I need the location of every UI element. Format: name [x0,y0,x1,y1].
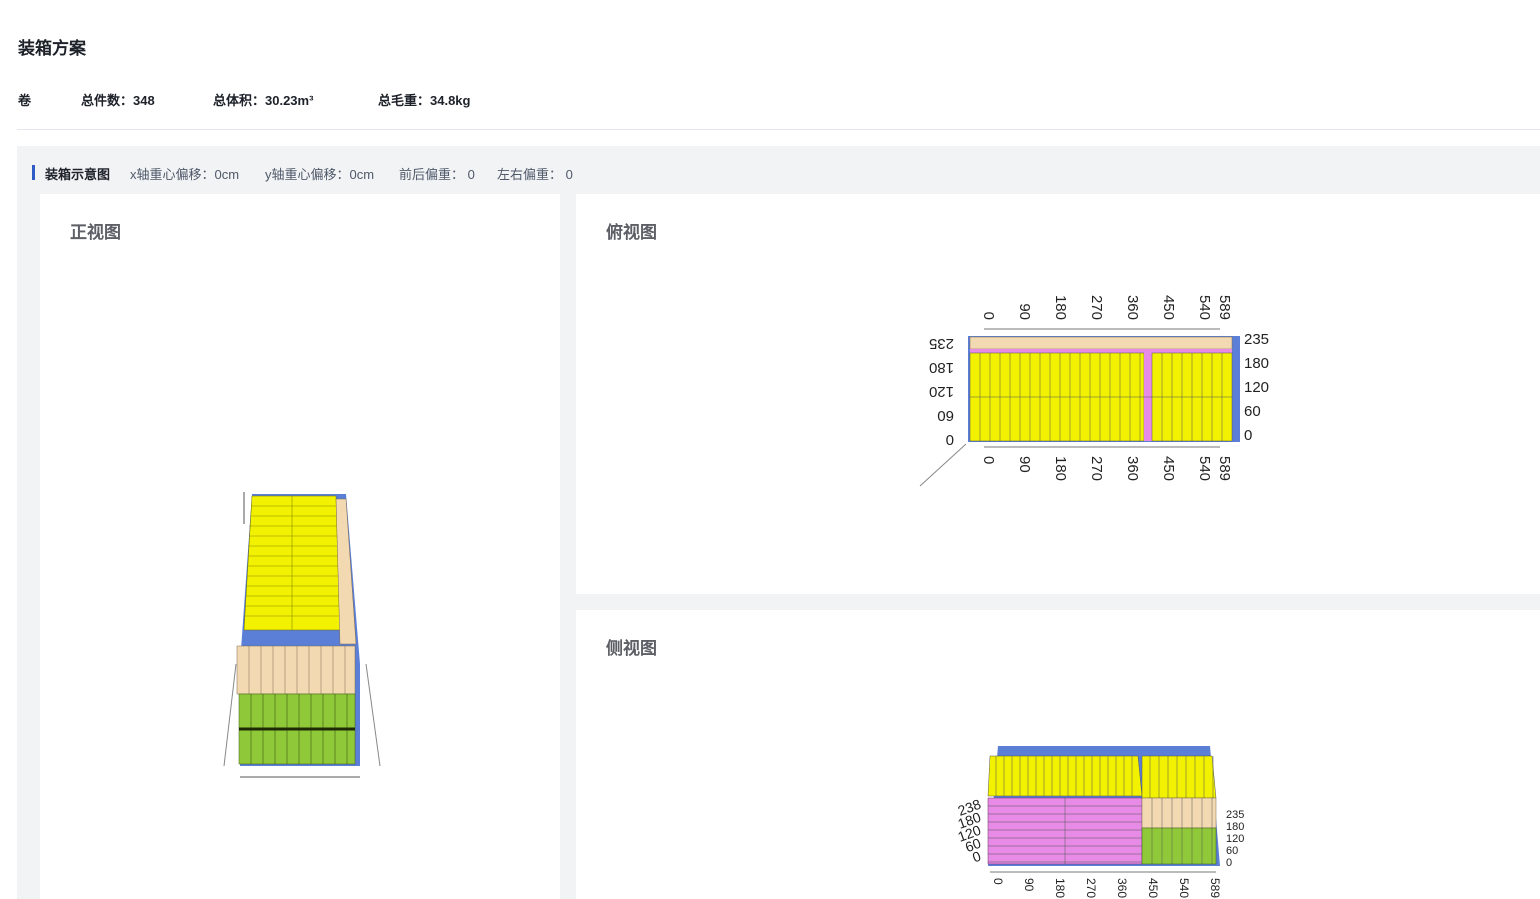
x-offset: x轴重心偏移：0cm [130,167,240,182]
front-view-title: 正视图 [70,223,121,242]
side-y-tick-label: 238 [956,796,984,819]
section-accent-bar [32,165,35,180]
side-y-tick-label: 60 [963,835,983,855]
total-volume: 总体积：30.23m³ [213,93,314,108]
side-y-tick-label: 120 [956,822,984,845]
top-y-tick-label: 235 [1244,331,1269,348]
top-x-tick-label: 270 [1088,295,1105,320]
top-x-tick-label: 589 [1216,456,1233,481]
top-x-tick-label: 270 [1088,456,1105,481]
front-view-diagram[interactable] [40,194,560,899]
page-title: 装箱方案 [18,39,86,58]
cargo-tan-middle [236,645,356,695]
top-y-tick-label: 180 [1244,355,1269,372]
cargo-yellow-lines [245,496,340,630]
cargo-green-stack [1141,827,1217,865]
side-y-tick-label: 180 [1226,821,1244,833]
divider [17,129,1540,130]
cargo-yellow-top [987,755,1143,797]
side-x-tick-label: 450 [1146,878,1160,898]
side-view-title: 侧视图 [606,639,657,658]
side-y-tick-label: 180 [956,809,984,832]
side-y-tick-label: 120 [1226,833,1244,845]
side-lines [988,756,1214,864]
top-x-tick-label: 0 [980,456,997,464]
side-x-tick-label: 180 [1053,878,1067,898]
front-back-weight: 前后偏重： 0 [399,167,475,182]
side-x-tick-label: 90 [1022,878,1036,892]
top-x-tick-label: 540 [1196,295,1213,320]
diagram-panel: 装箱示意图 x轴重心偏移：0cm y轴重心偏移：0cm 前后偏重： 0 左右偏重… [17,146,1540,899]
total-weight: 总毛重：34.8kg [378,93,471,108]
section-title: 装箱示意图 [45,167,111,182]
cargo-yellow-top-right [1141,755,1217,799]
top-y-tick-label: 235 [929,335,954,352]
top-x-tick-label: 540 [1196,456,1213,481]
top-x-tick-label: 589 [1216,295,1233,320]
cargo-tan-row [969,336,1233,350]
top-y-ticks-right: 0 60 120 180 235 [1244,331,1269,444]
top-y-tick-label: 60 [1244,403,1261,420]
y-offset: y轴重心偏移：0cm [265,167,375,182]
cargo-tan-stack [1141,797,1217,829]
top-x-tick-label: 180 [1052,295,1069,320]
side-y-tick-label: 60 [1226,845,1238,857]
top-y-tick-label: 0 [1244,427,1252,444]
cargo-tan-side [335,498,357,645]
top-x-tick-label: 180 [1052,456,1069,481]
side-x-ticks: 0 90 180 270 360 450 540 589 [991,878,1222,898]
top-x-tick-label: 90 [1016,456,1033,473]
side-x-tick-label: 589 [1208,878,1222,898]
top-x-tick-label: 360 [1124,295,1141,320]
left-right-weight: 左右偏重： 0 [497,167,573,182]
side-x-tick-label: 270 [1084,878,1098,898]
top-x-tick-label: 0 [980,312,997,320]
top-view-title: 俯视图 [606,223,657,242]
cargo-pink-strip [970,349,1232,353]
top-y-tick-label: 180 [929,359,954,376]
top-x-tick-label: 360 [1124,456,1141,481]
top-y-ticks-left: 0 60 120 180 235 [929,335,954,448]
side-x-tick-label: 0 [991,878,1005,885]
top-x-tick-label: 450 [1160,456,1177,481]
top-x-tick-label: 450 [1160,295,1177,320]
top-y-tick-label: 120 [929,383,954,400]
unit-label: 卷 [18,93,32,108]
cargo-pink-gap [1144,349,1152,441]
total-count: 总件数：348 [81,93,155,108]
side-y-tick-label: 0 [1226,857,1232,869]
top-y-tick-label: 60 [937,407,954,424]
side-x-tick-label: 540 [1177,878,1191,898]
front-view-card: 正视图 [40,194,560,899]
side-x-tick-label: 360 [1115,878,1129,898]
top-y-tick-label: 120 [1244,379,1269,396]
top-y-tick-label: 0 [946,431,954,448]
side-y-tick-label: 235 [1226,809,1244,821]
top-x-tick-label: 90 [1016,303,1033,320]
